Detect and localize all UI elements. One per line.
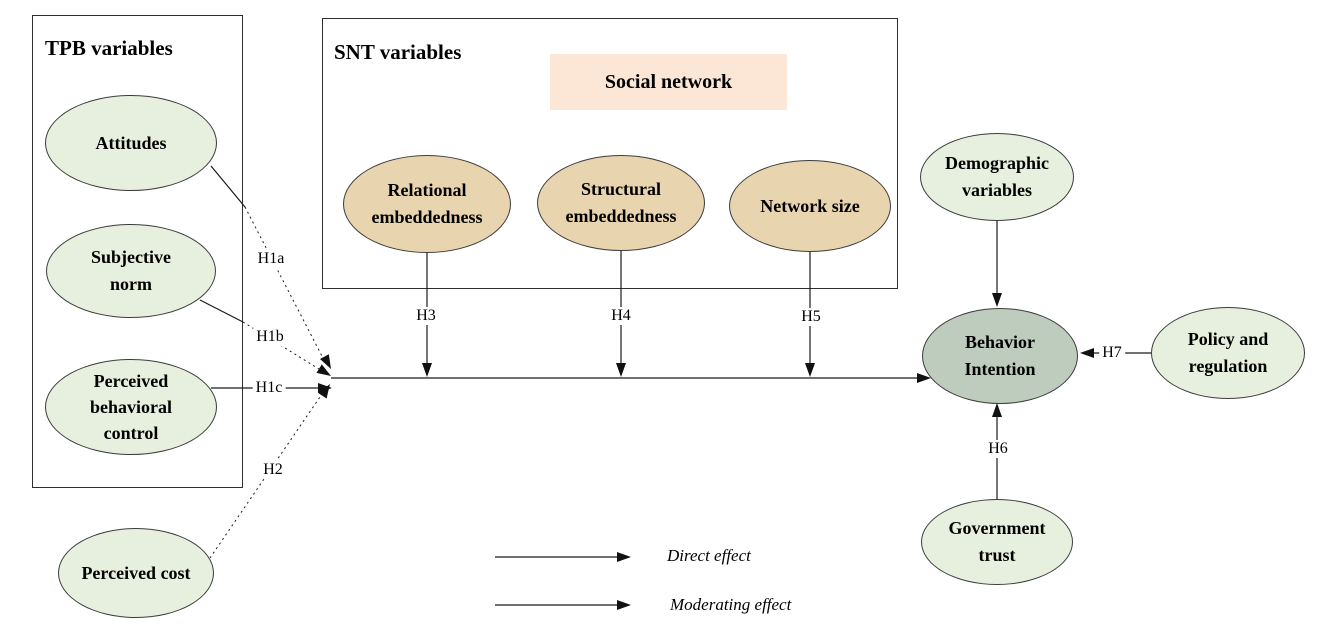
snt-box-title: SNT variables — [334, 40, 462, 64]
edge-label-h4: H4 — [608, 307, 634, 325]
arrow-main-direct — [331, 373, 931, 383]
node-attitudes: Attitudes — [45, 95, 217, 191]
edge-label-h1a: H1a — [254, 250, 288, 268]
edge-label-h6: H6 — [985, 440, 1011, 458]
node-perceived-cost: Perceived cost — [58, 528, 214, 618]
edge-label-h1c: H1c — [252, 379, 286, 397]
edge-label-h7: H7 — [1099, 344, 1125, 362]
legend-moderating-label: Moderating effect — [670, 595, 792, 614]
tpb-box-title: TPB variables — [45, 36, 173, 60]
legend-direct-label: Direct effect — [667, 546, 751, 565]
snt-variables-box — [322, 18, 898, 289]
social-network-banner: Social network — [550, 54, 787, 110]
legend-direct-arrow — [495, 552, 631, 562]
edge-label-h3: H3 — [413, 307, 439, 325]
tpb-variables-box — [32, 15, 243, 488]
edge-label-h2: H2 — [260, 461, 286, 479]
edge-label-h5: H5 — [798, 308, 824, 326]
edge-label-h1b: H1b — [253, 328, 287, 346]
node-network-size: Network size — [729, 160, 891, 252]
arrow-demographic — [992, 221, 1002, 307]
legend-moderating-arrow — [495, 600, 631, 610]
